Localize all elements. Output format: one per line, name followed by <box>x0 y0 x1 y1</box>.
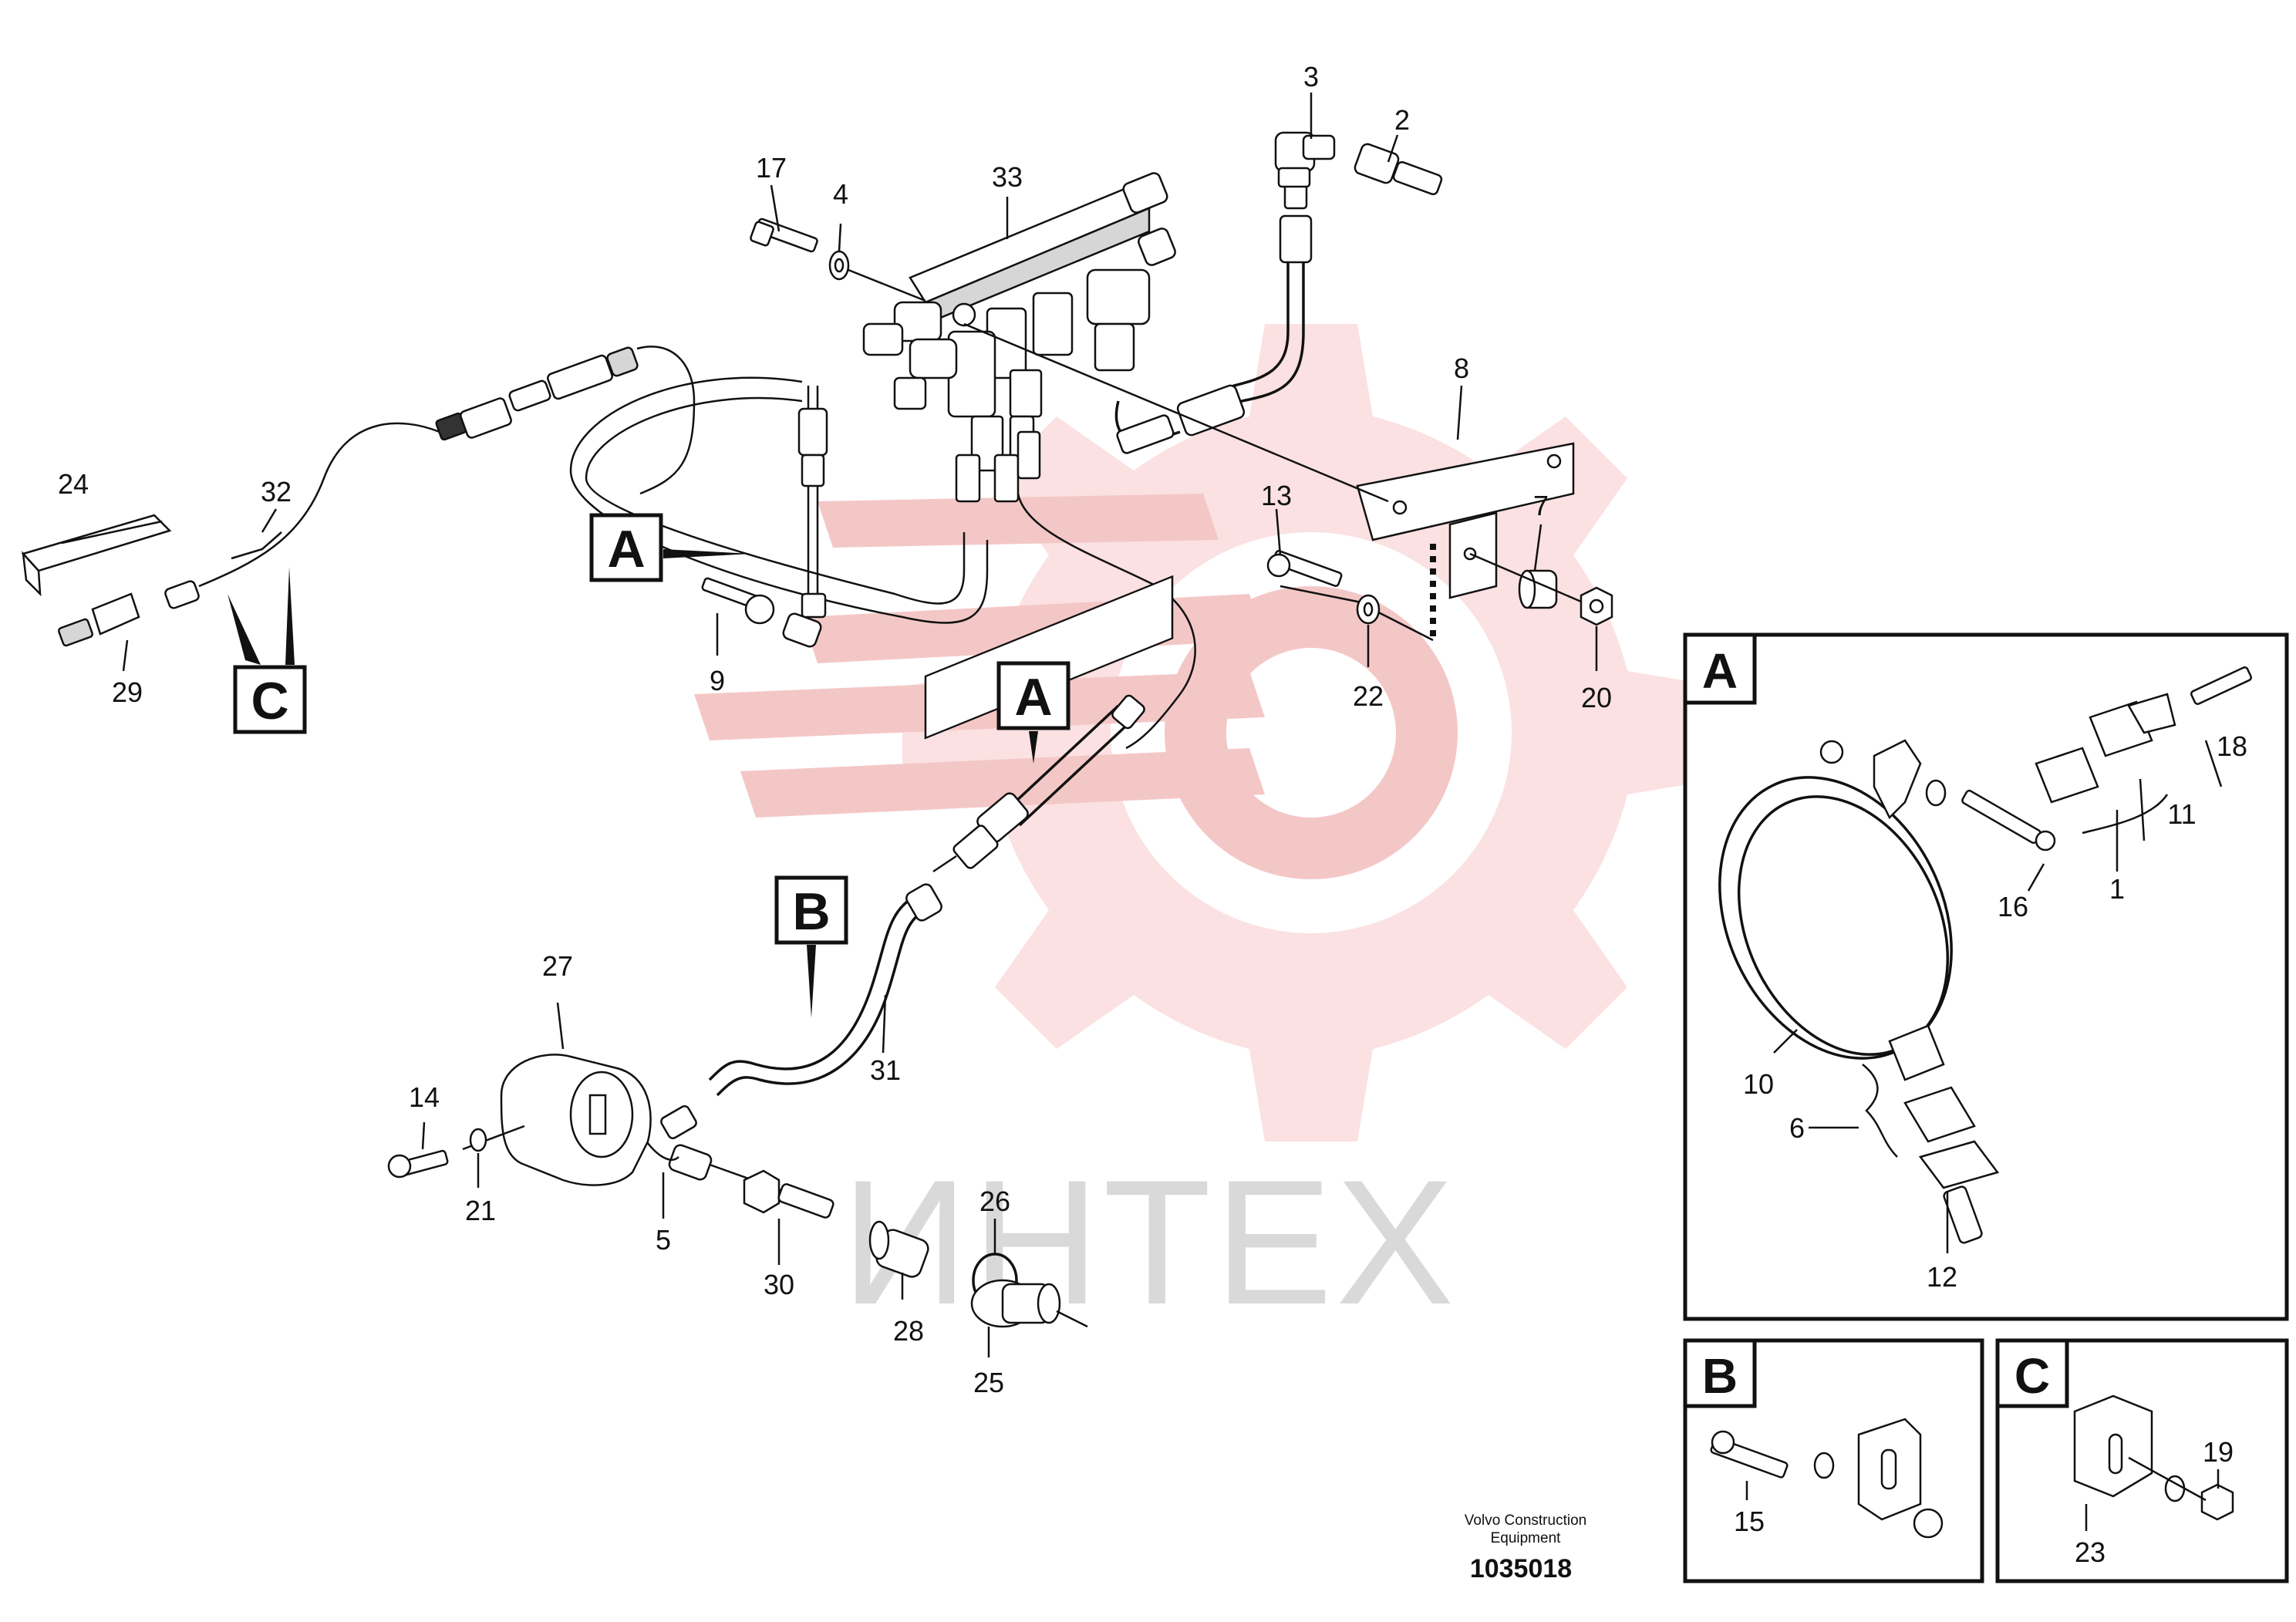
callout-c: C <box>228 567 307 734</box>
part-number-1: 1 <box>2109 873 2125 905</box>
part-21-washer <box>469 1128 487 1152</box>
part-5-fitting <box>639 1104 713 1181</box>
part-number-6: 6 <box>1789 1112 1805 1144</box>
callout-b-letter: B <box>792 882 830 941</box>
watermark-center <box>1226 648 1396 818</box>
part-number-17: 17 <box>756 152 787 184</box>
hose-middle <box>932 694 1145 873</box>
detail-panel-c: C <box>1995 1338 2289 1583</box>
part-27-sleeve <box>500 1054 652 1186</box>
callout-c-letter: C <box>251 672 288 730</box>
part-20-nut <box>1580 586 1613 626</box>
part-hose-right <box>1114 176 1313 454</box>
part-number-31: 31 <box>870 1054 901 1086</box>
part-30-fitting <box>743 1169 834 1219</box>
part-number-25: 25 <box>973 1367 1004 1398</box>
part-2-fitting <box>1354 143 1443 196</box>
part-14-bolt <box>387 1149 449 1179</box>
part-number-3: 3 <box>1303 61 1319 93</box>
part-number-29: 29 <box>112 676 143 708</box>
part-32-cable <box>198 422 440 588</box>
part-9-bolt <box>701 577 775 625</box>
axis-bracket-to-20 <box>1469 552 1582 603</box>
link-13-axis <box>1279 585 1434 642</box>
part-number-8: 8 <box>1454 352 1469 384</box>
part-number-19: 19 <box>2203 1436 2234 1468</box>
watermark-text: ИНТЕХ <box>841 1143 1458 1341</box>
part-4-washer <box>828 250 850 281</box>
part-number-18: 18 <box>2217 730 2247 762</box>
footer-company-line1: Volvo Construction <box>1465 1512 1586 1529</box>
cable-connector-upper <box>435 346 696 495</box>
part-number-10: 10 <box>1743 1068 1774 1100</box>
footer-drawing-number: 1035018 <box>1470 1554 1572 1583</box>
part-24-pad <box>21 514 172 597</box>
part-number-24: 24 <box>58 468 89 500</box>
watermark-gear-logo: ИНТЕХ <box>694 324 1720 1341</box>
part-number-23: 23 <box>2075 1536 2106 1568</box>
part-number-21: 21 <box>465 1195 496 1226</box>
part-number-28: 28 <box>893 1315 924 1347</box>
detail-panel-a: A <box>1683 632 2289 1321</box>
detail-c-label: C <box>2014 1348 2050 1404</box>
part-number-20: 20 <box>1581 682 1612 713</box>
part-25-cap <box>970 1279 1088 1328</box>
part-number-26: 26 <box>979 1185 1010 1217</box>
callout-b: B <box>774 875 848 1018</box>
part-number-5: 5 <box>656 1224 671 1256</box>
part-28-coupling <box>868 1220 929 1278</box>
part-29-fitting <box>57 580 200 647</box>
pipe-to-detail-a <box>1017 493 1196 750</box>
part-17-bolt <box>750 218 818 253</box>
footer-block: Volvo Construction Equipment 1035018 <box>1465 1512 1586 1583</box>
callout-a-middle: A <box>996 661 1070 764</box>
part-22-washer <box>1356 594 1381 625</box>
part-number-15: 15 <box>1734 1506 1765 1537</box>
leader-lines <box>122 93 2223 1531</box>
part-number-16: 16 <box>1998 891 2028 922</box>
part-number-22: 22 <box>1353 680 1384 712</box>
part-number-4: 4 <box>833 178 848 210</box>
part-number-2: 2 <box>1394 104 1410 136</box>
part-31-tube <box>708 883 942 1097</box>
detail-a-label: A <box>1702 643 1738 699</box>
callout-a-left-letter: A <box>607 520 645 578</box>
part-number-33: 33 <box>992 161 1023 193</box>
part-number-32: 32 <box>261 476 292 508</box>
watermark-speed-bars <box>694 494 1265 818</box>
callout-a-left: A <box>589 513 752 582</box>
axis-17-to-valve <box>848 268 926 302</box>
vertical-pipe-fitting <box>782 386 828 648</box>
part-number-12: 12 <box>1927 1261 1957 1293</box>
part-number-7: 7 <box>1533 490 1549 521</box>
footer-company-line2: Equipment <box>1491 1530 1562 1546</box>
callout-a-middle-letter: A <box>1014 668 1052 727</box>
part-numbers: 3 2 17 4 33 8 13 7 22 20 9 24 32 29 27 1… <box>58 61 2247 1568</box>
part-number-30: 30 <box>764 1269 794 1300</box>
part-number-13: 13 <box>1261 480 1292 511</box>
part-3-elbow <box>1274 131 1336 188</box>
part-number-11: 11 <box>2167 798 2196 830</box>
part-33-valve-block <box>862 172 1176 740</box>
part-number-27: 27 <box>542 950 573 982</box>
detail-b-label: B <box>1702 1348 1738 1404</box>
detail-panel-b: B <box>1683 1338 1984 1583</box>
axis-valve-to-8 <box>963 322 1389 503</box>
part-number-14: 14 <box>409 1081 440 1113</box>
part-number-9: 9 <box>710 665 725 696</box>
part-13-bolt <box>1266 550 1343 587</box>
